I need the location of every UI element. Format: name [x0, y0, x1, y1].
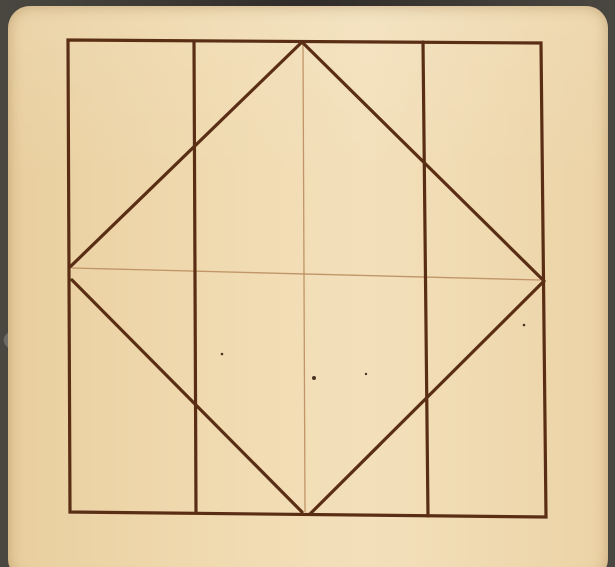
left-inner-vertical — [194, 41, 196, 513]
wood-speck — [312, 376, 316, 380]
diamond-bottom-left-edge — [72, 280, 302, 512]
horizontal-guide-line — [72, 268, 540, 280]
wood-speck — [365, 373, 367, 375]
diamond-top-left-edge — [70, 42, 302, 267]
right-inner-vertical — [423, 42, 428, 516]
wood-speck — [523, 324, 526, 327]
wood-speck — [221, 353, 224, 356]
vertical-guide-line — [303, 44, 305, 512]
